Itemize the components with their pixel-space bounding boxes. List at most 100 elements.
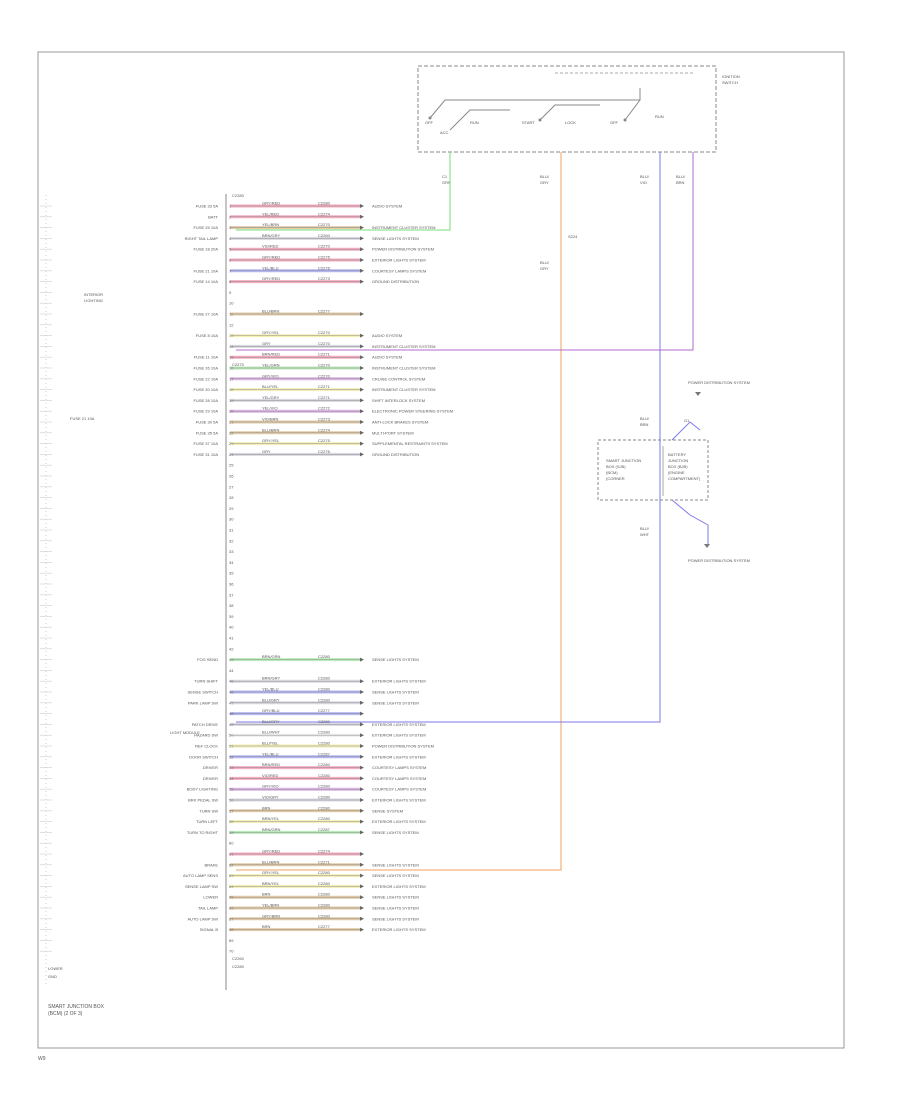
wire-color-label: BRN/YEL: [262, 881, 280, 886]
pin-number: 36: [229, 582, 234, 587]
row-left-label: FUSE 11 10A: [194, 355, 218, 360]
arrow-icon: [360, 376, 364, 381]
module-label-top: POWER DISTRIBUTION SYSTEM: [688, 380, 750, 385]
dest-pin-label: C2280: [318, 773, 331, 778]
splice-wire-1: BLU/: [540, 260, 550, 265]
module-right-1: BATTERY: [668, 452, 686, 457]
dest-pin-label: C2280: [318, 201, 331, 206]
row-left-label: TAIL LAMP: [198, 906, 218, 911]
junction-module: SMART JUNCTION BOX (SJB) (BCM) (CORNER B…: [597, 439, 709, 501]
module-ground-right: G1: [684, 418, 690, 423]
row-left-label: SIGNAL B: [200, 927, 219, 932]
module-bottom-wire-1: BLU/: [640, 526, 650, 531]
orange-routed-wire: [236, 152, 562, 871]
row-destination: AUDIO SYSTEM: [372, 204, 402, 209]
row-left-label: AUTO LAMP SENS: [183, 873, 218, 878]
wire-color-label: YEL/RED: [262, 211, 279, 216]
row-left-label: FUSE 37 10A: [194, 441, 219, 446]
module-right-3: BOX (BJB): [668, 464, 688, 469]
pin-number: 27: [229, 484, 234, 489]
splice-label: S224: [568, 234, 578, 239]
module-left-4: (CORNER: [606, 476, 625, 481]
arrow-icon: [360, 258, 364, 262]
dest-pin-label: C2260: [318, 233, 331, 238]
row-destination: SUPPLEMENTAL RESTRAINTS SYSTEM: [372, 441, 448, 446]
arrow-icon: [360, 819, 364, 824]
pin-number: 12: [229, 322, 234, 327]
module-top-wire-1: BLU/: [640, 416, 650, 421]
arrow-icon: [360, 441, 364, 446]
arrow-icon: [360, 744, 364, 748]
module-right-4: (ENGINE: [668, 470, 685, 475]
row-left-label: LOWER: [203, 895, 218, 900]
module-left-3: (BCM): [606, 470, 618, 475]
arrow-icon: [360, 862, 364, 867]
dest-pin-label: C2275: [318, 255, 331, 260]
row-left-label: AUTO LAMP SW: [187, 916, 218, 921]
wire-color-label: BRN/RED: [262, 352, 280, 357]
pin-number: 40: [229, 625, 234, 630]
green-routed-wire: [236, 152, 451, 231]
row-left-label: BRAKE: [204, 862, 218, 867]
row-left-label: FUSE 22 10A: [194, 376, 219, 381]
footer-line-1: SMART JUNCTION BOX: [48, 1004, 105, 1010]
dest-pin-label: C2280: [318, 816, 331, 821]
wire-color-label: BRN/GRY: [262, 233, 280, 238]
row-left-label: FUSE 29 10A: [194, 409, 219, 414]
arrow-icon: [360, 312, 364, 316]
switch-label-1: OFF: [425, 120, 434, 125]
dest-pin-label: C2271: [318, 395, 331, 400]
pin-label-2b: GRY: [540, 180, 549, 185]
arrow-icon: [360, 452, 364, 457]
wire-color-label: VIO/GRY: [262, 795, 279, 800]
wire-color-label: YEL/GRN: [262, 363, 280, 368]
ground-arrow-bottom: [704, 544, 710, 548]
arrow-icon: [360, 927, 364, 932]
wire-color-label: YEL/BLU: [262, 687, 279, 692]
pin-number: 60: [229, 841, 234, 846]
row-destination: EXTERIOR LIGHTS SYSTEM: [372, 819, 426, 824]
row-destination: SENSE LIGHTS SYSTEM: [372, 906, 419, 911]
switch-label-2: ACC: [440, 130, 449, 135]
dest-pin-label: C2271: [318, 859, 331, 864]
dest-pin-label: C2280: [318, 892, 331, 897]
row-destination: COURTESY LAMPS SYSTEM: [372, 776, 426, 781]
pin-label-4a: BLU/: [676, 174, 686, 179]
wire-color-label: GRY/RED: [262, 201, 280, 206]
connector-label-2: C2270: [232, 362, 245, 367]
arrow-icon: [360, 895, 364, 900]
pin-number: 9: [229, 290, 232, 295]
dest-pin-label: C2280: [318, 870, 331, 875]
wire-color-label: BLU/BRN: [262, 859, 279, 864]
dest-pin-label: C2280: [318, 903, 331, 908]
wire-color-label: GRY/VIO: [262, 373, 279, 378]
blue-routed-wire-2: [671, 421, 701, 441]
switch-label-4: START: [522, 120, 535, 125]
wire-color-label: YEL/GRY: [262, 395, 280, 400]
module-bottom-wire-2: WHT: [640, 532, 650, 537]
wire-color-label: VIO/RED: [262, 773, 279, 778]
pin-number: 38: [229, 603, 234, 608]
dest-pin-label: C2277: [318, 309, 331, 314]
dest-pin-label: C2270: [318, 222, 331, 227]
arrow-icon: [360, 700, 364, 705]
module-right-2: JUNCTION: [668, 458, 688, 463]
ignition-title-2: SWITCH: [722, 80, 738, 85]
wire-color-label: VIO/BRN: [262, 417, 279, 422]
row-destination: AUDIO SYSTEM: [372, 333, 402, 338]
row-destination: SENSE LIGHTS SYSTEM: [372, 873, 419, 878]
row-destination: ELECTRONIC POWER STEERING SYSTEM: [372, 409, 453, 414]
wire-color-label: BLU/GRY: [262, 697, 280, 702]
row-destination: SENSE LIGHTS SYSTEM: [372, 830, 419, 835]
row-destination: INSTRUMENT CLUSTER SYSTEM: [372, 387, 436, 392]
ignition-title-1: IGNITION: [722, 74, 740, 79]
row-left-label: FUSE 18 20A: [194, 247, 219, 252]
row-left-label: TURN SHIFT: [194, 679, 218, 684]
switch-label-3: RUN: [470, 120, 479, 125]
row-destination: SENSE LIGHTS SYSTEM: [372, 236, 419, 241]
arrow-icon: [360, 830, 364, 835]
row-left-label: FUSE 20 10A: [194, 387, 219, 392]
pin-label-1a: C1: [442, 174, 448, 179]
arrow-icon: [360, 279, 364, 284]
